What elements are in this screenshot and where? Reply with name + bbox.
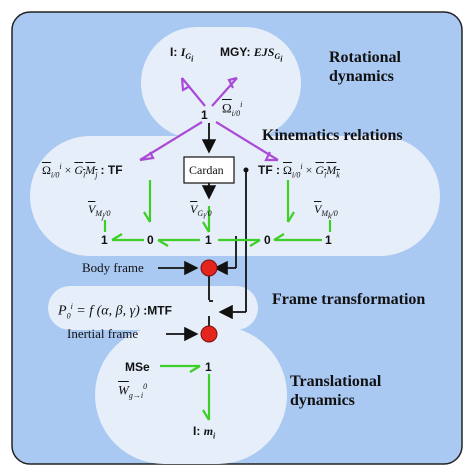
body-frame-sensor — [200, 259, 218, 277]
v-mj-label: VMj/0 — [88, 202, 111, 221]
frame-transformation-bubble — [48, 286, 258, 330]
rotational-title: Rotational dynamics — [329, 49, 401, 85]
rotational-bubble — [141, 27, 301, 139]
tf-right-node: TF : Ωi/0i × GiMk — [258, 162, 340, 180]
kin-junction-0b: 0 — [264, 233, 271, 247]
signal-junction-dot — [243, 167, 249, 173]
rotational-junction: 1 — [201, 108, 208, 122]
inertia-node: I: IGi — [170, 45, 194, 64]
kinematics-title: Kinematics relations — [262, 127, 403, 144]
omega-label: Ωi/0i — [222, 100, 243, 118]
trans-junction: 1 — [205, 360, 212, 374]
tf-left-node: Ωi/0i × GiMj : TF — [42, 162, 123, 180]
translational-bubble — [95, 326, 287, 464]
cardan-label: Cardan — [189, 163, 224, 177]
mass-node: I: mi — [193, 424, 216, 441]
inertial-frame-label: Inertial frame — [67, 326, 139, 341]
kin-junction-0a: 0 — [147, 233, 154, 247]
kin-junction-1c: 1 — [325, 233, 332, 247]
kin-junction-1b: 1 — [205, 233, 212, 247]
mgy-node: MGY: EJSGi — [220, 45, 283, 64]
translational-title: Translational dynamics — [290, 373, 382, 409]
v-mk-label: VMk/0 — [314, 202, 338, 221]
green-bonds — [103, 180, 332, 421]
frame-transformation-title: Frame transformation — [272, 291, 426, 308]
gravity-label: Wg→i0 — [118, 382, 148, 400]
body-frame-label: Body frame — [82, 260, 144, 275]
kinematics-bubble — [30, 136, 440, 256]
cardan-box — [183, 156, 235, 184]
purple-bonds — [139, 76, 279, 162]
v-gi-label: VGi/0 — [190, 202, 212, 221]
inertial-frame-sensor — [200, 325, 218, 343]
mse-node: MSe — [125, 360, 150, 374]
mtf-node: P0i = f (α, β, γ) :MTF — [58, 302, 172, 321]
kin-junction-1a: 1 — [101, 233, 108, 247]
